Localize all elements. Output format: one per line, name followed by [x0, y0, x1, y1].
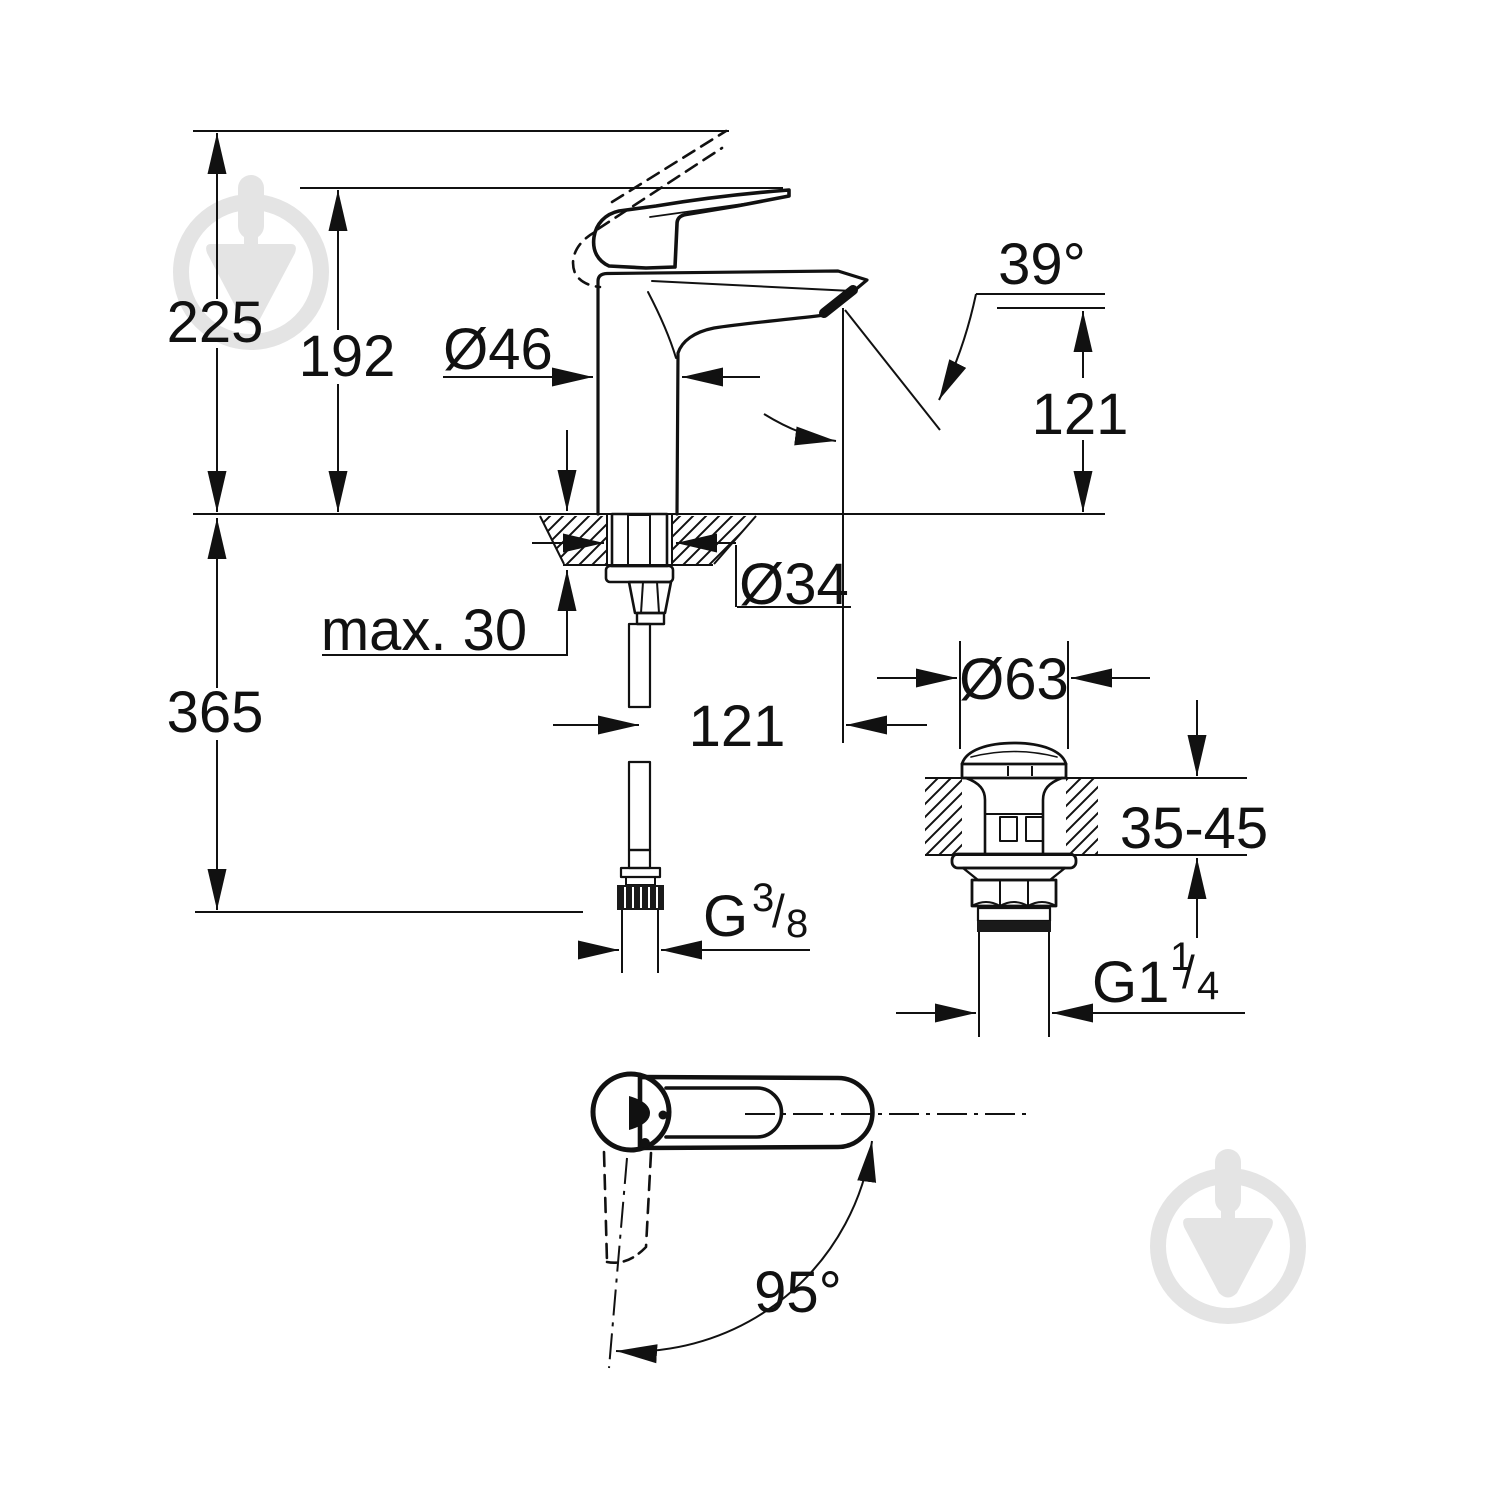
hose-neck	[625, 876, 656, 886]
spout-inner-top-line	[651, 280, 853, 292]
faucet-side-view	[571, 129, 869, 516]
spout-root-inner-curve	[647, 291, 677, 359]
supply-thread-prefix: G	[703, 884, 748, 949]
mounting-nut	[627, 580, 673, 615]
lever-raised-dashed-cap	[571, 230, 602, 289]
lever-raised-dashed-bottom	[596, 146, 724, 231]
drain-thread-prefix: G1	[1092, 950, 1169, 1015]
label-spout-projection: 121	[689, 694, 786, 759]
drain-thread-denominator: 4	[1197, 964, 1219, 1008]
label-deck-thickness-max: max. 30	[321, 598, 527, 663]
flex-hose-lower	[627, 760, 652, 852]
popup-waste-view	[925, 741, 1098, 1037]
label-hole-diameter: Ø34	[739, 552, 849, 617]
handle-dot-small	[658, 1110, 668, 1120]
overflow-slot-right	[1025, 816, 1044, 842]
label-supply-thread: G 3 / 8	[703, 876, 808, 949]
lever-side-outline	[591, 188, 791, 270]
label-body-diameter: Ø46	[443, 317, 553, 382]
handle-dot-lower	[640, 1138, 650, 1148]
drain-thread-slash: /	[1182, 946, 1195, 998]
mounting-washer	[604, 564, 675, 584]
label-drain-deck-thickness: 35-45	[1120, 796, 1268, 861]
handle-rotated-dashed-end	[605, 1246, 647, 1264]
waste-flange	[950, 852, 1078, 870]
label-total-height: 225	[167, 290, 264, 355]
dimension-labels: 225 192 Ø46 39° 121 max. 30 Ø34 365 121 …	[167, 232, 1269, 1325]
hose-collar	[619, 866, 662, 879]
hose-in-shank	[627, 514, 651, 566]
waste-seal-band	[977, 921, 1051, 932]
lever-inner-line	[649, 200, 765, 218]
handle-rotated-dashed-right	[644, 1151, 653, 1249]
label-spout-base-height: 192	[299, 324, 396, 389]
counter-hatch-right	[672, 516, 755, 564]
angle-arc-39	[938, 293, 977, 401]
threaded-shank	[610, 512, 669, 568]
waste-cap-skirt	[960, 762, 1068, 780]
counter-hatch-left	[540, 516, 607, 564]
mounting-section	[532, 512, 758, 973]
waste-gasket	[961, 866, 1067, 882]
angle-arc-95	[615, 1140, 877, 1364]
waste-locknut	[970, 878, 1058, 908]
flow-direction-arrow	[763, 413, 837, 446]
label-drain-cap-diameter: Ø63	[959, 647, 1069, 712]
overflow-slot-left	[999, 816, 1018, 842]
flex-hose-upper	[627, 622, 652, 709]
handle-top-view	[590, 1071, 1032, 1369]
handle-lever-outline	[637, 1074, 875, 1151]
handle-inner-contour	[664, 1086, 784, 1139]
label-hose-length: 365	[167, 680, 264, 745]
waste-washer	[976, 906, 1052, 923]
waste-body-right	[1041, 776, 1064, 856]
drain-thread-numerator: 1	[1170, 935, 1192, 979]
drain-counter-hatch-left	[925, 779, 962, 854]
waste-body-left	[964, 776, 987, 856]
supply-thread-denominator: 8	[786, 902, 808, 946]
lever-raised-dashed-top	[610, 129, 728, 204]
waste-cap-dome	[960, 741, 1068, 766]
label-spout-height: 121	[1032, 382, 1129, 447]
watermark-trowel-logo-bottom-right	[1158, 1149, 1298, 1316]
supply-thread-numerator: 3	[752, 876, 774, 920]
handle-keyhole	[629, 1096, 650, 1130]
faucet-body-outline	[596, 269, 869, 516]
label-spout-angle: 39°	[998, 232, 1086, 297]
label-drain-thread: G1 1 / 4	[1092, 935, 1219, 1015]
drain-counter-hatch-right	[1066, 779, 1098, 854]
handle-rotated-dashed-left	[602, 1150, 609, 1264]
handle-base-circle	[590, 1071, 672, 1153]
flex-hose-end	[627, 848, 652, 870]
label-handle-swing-angle: 95°	[754, 1260, 842, 1325]
supply-thread-slash: /	[772, 885, 785, 937]
shank-step	[635, 611, 666, 626]
aerator-outlet	[819, 285, 858, 318]
